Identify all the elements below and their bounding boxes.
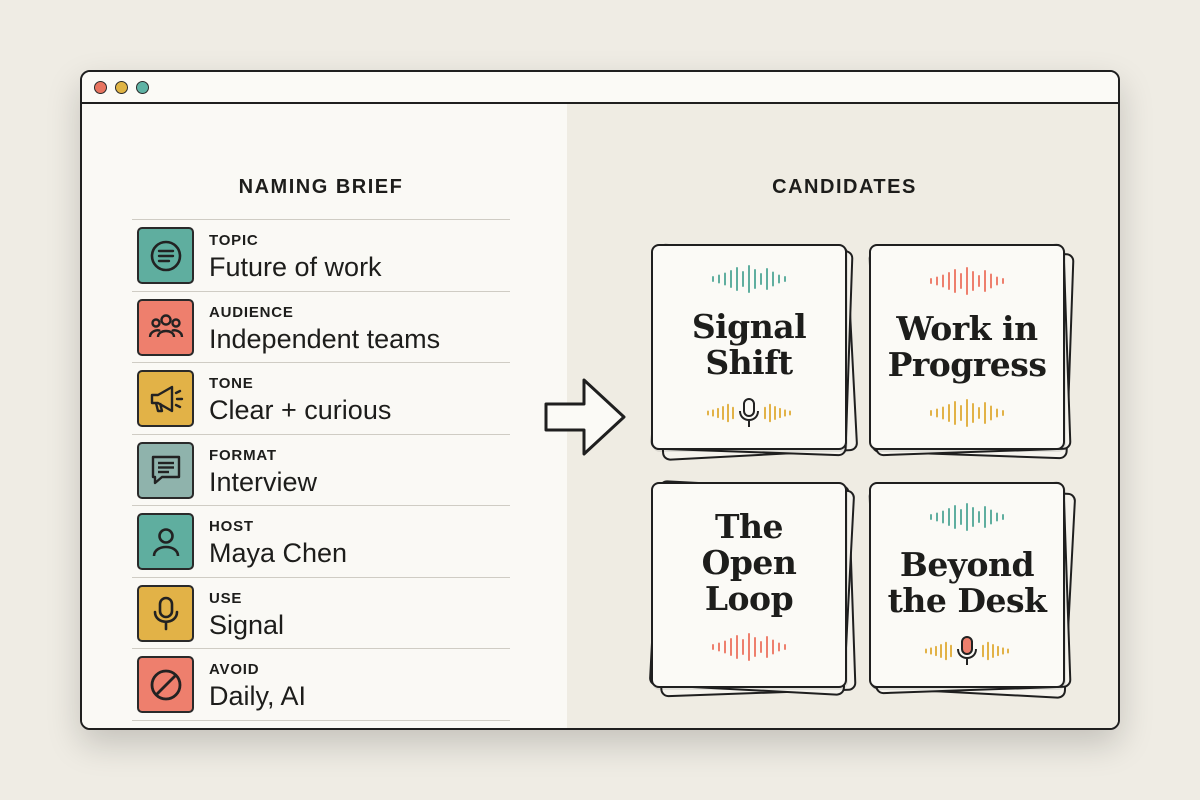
candidate-title-line: Work in xyxy=(896,309,1038,348)
brief-label: FORMAT xyxy=(209,446,277,464)
waveform-icon xyxy=(930,503,1004,531)
close-window-button[interactable] xyxy=(94,81,107,94)
brief-value: Daily, AI xyxy=(209,681,307,711)
microphone-icon xyxy=(153,596,178,631)
megaphone-icon xyxy=(150,385,183,412)
brief-label: HOST xyxy=(209,518,254,535)
brief-row-audience: AUDIENCE Independent teams xyxy=(132,292,510,363)
brief-icon-tile xyxy=(137,227,194,284)
waveform-icon xyxy=(930,267,1004,295)
brief-icon-tile xyxy=(137,656,194,713)
brief-label: AUDIENCE xyxy=(209,303,294,321)
candidate-title-line: Signal xyxy=(691,307,807,346)
waveform-mic-icon xyxy=(707,398,791,427)
title-bar xyxy=(82,72,1118,104)
brief-label: TOPIC xyxy=(209,232,259,249)
brief-value: Independent teams xyxy=(209,323,441,354)
list-circle-icon xyxy=(150,240,181,271)
candidate-title-line: the Desk xyxy=(887,581,1047,620)
brief-icon-tile xyxy=(137,584,194,642)
brief-row-avoid: AVOID Daily, AI xyxy=(132,649,510,721)
arrow-right-icon xyxy=(544,378,626,456)
brief-value: Signal xyxy=(209,609,285,640)
waveform-icon xyxy=(712,265,786,293)
brief-icon-tile xyxy=(137,513,194,570)
candidate-title-line: Shift xyxy=(705,343,793,382)
brief-label: TONE xyxy=(209,375,254,392)
candidate-title-line: Loop xyxy=(704,579,794,618)
brief-row-topic: TOPIC Future of work xyxy=(132,220,510,292)
candidate-title-line: Open xyxy=(701,543,797,582)
waveform-icon xyxy=(712,633,786,661)
chat-icon xyxy=(151,455,180,485)
maximize-window-button[interactable] xyxy=(136,81,149,94)
naming-brief-title: NAMING BRIEF xyxy=(238,176,404,198)
brief-value: Interview xyxy=(209,466,318,497)
brief-label: AVOID xyxy=(209,661,260,678)
candidate-title-line: The xyxy=(714,507,784,546)
brief-row-host: HOST Maya Chen xyxy=(132,506,510,578)
prohibited-icon xyxy=(150,669,181,700)
brief-value: Future of work xyxy=(209,252,382,282)
brief-icon-tile xyxy=(137,298,194,356)
candidate-title-line: Progress xyxy=(887,345,1047,384)
people-icon xyxy=(148,314,183,338)
person-icon xyxy=(152,527,179,556)
candidate-title-line: Beyond xyxy=(899,545,1035,584)
waveform-icon xyxy=(930,399,1004,427)
candidates-title: CANDIDATES xyxy=(772,176,917,198)
brief-icon-tile xyxy=(137,441,194,499)
brief-value: Maya Chen xyxy=(209,538,348,568)
minimize-window-button[interactable] xyxy=(115,81,128,94)
waveform-mic-icon xyxy=(925,636,1009,665)
brief-label: USE xyxy=(209,589,243,607)
brief-row-format: FORMAT Interview xyxy=(132,435,510,506)
brief-row-tone: TONE Clear + curious xyxy=(132,363,510,435)
brief-icon-tile xyxy=(137,370,194,427)
brief-row-use: USE Signal xyxy=(132,578,510,649)
brief-value: Clear + curious xyxy=(209,395,392,425)
